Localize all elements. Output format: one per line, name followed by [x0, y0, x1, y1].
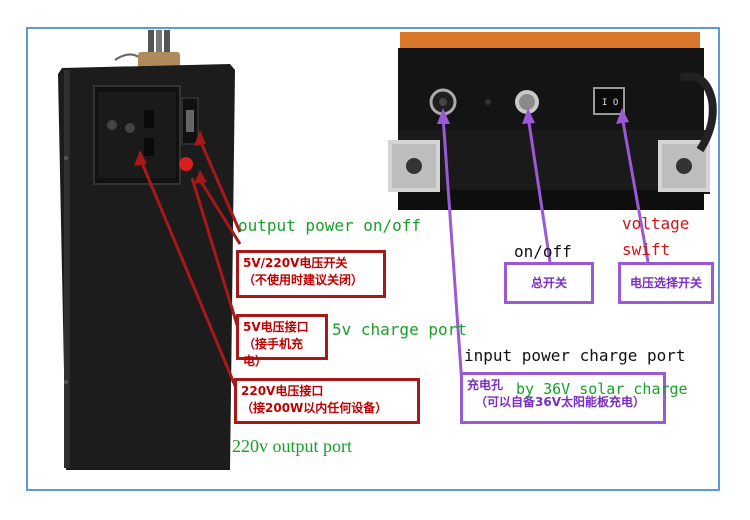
- inverter-side-photo: [58, 30, 235, 470]
- on-off-label: on/off: [514, 242, 572, 261]
- switch-callout-line1: 5V/220V电压开关: [243, 256, 348, 270]
- charge-hole-label: 充电孔: [467, 378, 504, 392]
- switch-callout: 5V/220V电压开关 （不使用时建议关闭）: [236, 250, 386, 298]
- output-power-label: output power on/off: [238, 216, 422, 235]
- usb-callout-line1: 5V电压接口: [243, 320, 309, 334]
- voltage-label-line2: swift: [622, 240, 671, 259]
- charge-hole-callout-line1: 充电孔: [467, 377, 659, 394]
- voltage-callout: 电压选择开关: [618, 262, 714, 304]
- input-port-label: input power charge port: [464, 346, 686, 365]
- ac-callout: 220V电压接口 （接200W以内任何设备）: [234, 378, 420, 424]
- voltage-label-line1: voltage: [622, 214, 690, 233]
- charge-port-5v-label: 5v charge port: [332, 320, 467, 339]
- output-port-220v-label: 220v output port: [232, 436, 352, 456]
- charge-hole-callout: 充电孔 （可以自备36V太阳能板充电）: [460, 372, 666, 424]
- on-off-callout-text: 总开关: [530, 276, 567, 290]
- svg-text:I O: I O: [602, 98, 618, 108]
- voltage-callout-text: 电压选择开关: [629, 276, 702, 290]
- solar-charge-label: by 36V solar charge: [516, 380, 688, 398]
- inverter-front-photo: I O: [388, 32, 717, 210]
- charge-hole-callout-line2: （可以自备36V太阳能板充电）: [475, 395, 645, 409]
- image-border: [26, 27, 720, 491]
- usb-callout-line2: （接手机充电）: [243, 337, 304, 368]
- on-off-callout: 总开关: [504, 262, 594, 304]
- switch-callout-line2: （不使用时建议关闭）: [243, 273, 364, 287]
- usb-callout: 5V电压接口 （接手机充电）: [236, 314, 328, 368]
- ac-callout-line2: （接200W以内任何设备）: [241, 401, 388, 415]
- ac-callout-line1: 220V电压接口: [241, 384, 324, 398]
